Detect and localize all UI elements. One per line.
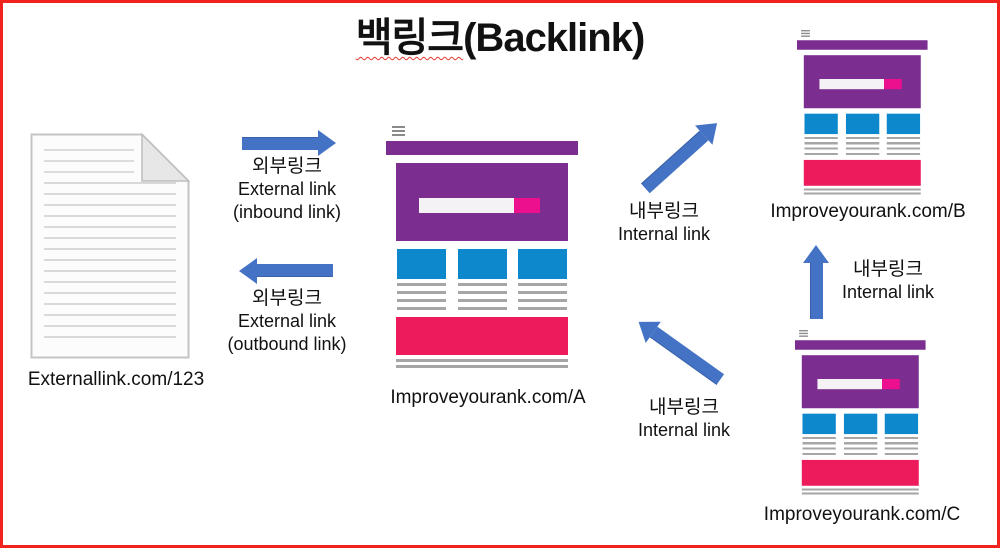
mock-content-columns — [804, 113, 921, 156]
page-mockup-b — [797, 28, 928, 197]
mock-image-tile — [845, 113, 879, 135]
mock-image-tile — [886, 113, 921, 135]
mock-navbar — [386, 141, 578, 155]
mock-search-bar — [817, 379, 900, 390]
mock-text-lines — [397, 283, 446, 310]
arrow-shaft — [257, 264, 333, 278]
mock-text-lines — [802, 436, 836, 456]
mock-image-tile — [843, 413, 877, 435]
label-sub: (inbound link) — [232, 202, 342, 222]
label-korean: 내부링크 — [853, 259, 923, 280]
mock-column — [397, 249, 446, 310]
mock-content-columns — [802, 413, 919, 456]
arrow-head — [318, 130, 336, 156]
mock-image-tile — [884, 413, 919, 435]
arrow-shaft — [640, 130, 709, 193]
label-korean: 외부링크 — [252, 288, 322, 309]
label-internal-a-to-b: 내부링크 Internal link — [574, 200, 754, 246]
label-english: Internal link — [617, 224, 711, 244]
mock-navbar — [795, 340, 926, 350]
mock-column — [804, 113, 838, 156]
mock-content-columns — [397, 249, 567, 310]
mock-text-lines — [804, 136, 838, 156]
mock-search-input — [419, 198, 514, 213]
mock-hero-banner — [801, 355, 919, 409]
mock-footer-lines — [396, 359, 568, 368]
label-english: External link — [237, 179, 337, 199]
mock-column — [843, 413, 877, 456]
mock-search-button — [884, 79, 902, 90]
arrow-internal-c-to-a — [631, 311, 728, 390]
mock-column — [886, 113, 921, 156]
mock-search-button — [882, 379, 900, 390]
hamburger-menu-icon — [801, 30, 810, 38]
arrow-shaft — [649, 327, 724, 386]
mock-search-button — [514, 198, 540, 213]
mock-column — [457, 249, 507, 310]
arrow-shaft — [242, 136, 318, 150]
mock-text-lines — [884, 436, 919, 456]
mock-text-lines — [457, 283, 507, 310]
page-c-label: Improveyourank.com/C — [763, 504, 961, 525]
mock-footer-banner — [801, 459, 919, 486]
mock-search-input — [819, 79, 885, 90]
label-english: External link — [237, 311, 337, 331]
mock-column — [884, 413, 919, 456]
label-sub: (outbound link) — [227, 334, 347, 354]
hamburger-menu-icon — [392, 126, 405, 138]
arrow-outbound-left — [239, 258, 333, 284]
page-mockup-c — [795, 328, 926, 497]
arrow-head — [239, 258, 257, 284]
mock-column — [518, 249, 567, 310]
mock-footer-banner — [396, 317, 568, 355]
label-korean: 내부링크 — [649, 397, 719, 418]
label-korean: 내부링크 — [629, 201, 699, 222]
mock-text-lines — [845, 136, 879, 156]
mock-search-bar — [419, 198, 540, 213]
hamburger-menu-icon — [799, 330, 808, 338]
mock-image-tile — [397, 249, 446, 279]
title-latin: (Backlink) — [463, 16, 645, 60]
mock-image-tile — [518, 249, 567, 279]
mock-text-lines — [518, 283, 567, 310]
label-english: Internal link — [637, 420, 731, 440]
mock-column — [802, 413, 836, 456]
label-internal-c-to-b: 내부링크 Internal link — [798, 258, 978, 304]
label-korean: 외부링크 — [252, 156, 322, 177]
mock-image-tile — [457, 249, 507, 279]
arrow-internal-a-to-b — [636, 113, 726, 197]
mock-column — [845, 113, 879, 156]
label-external-inbound: 외부링크 External link (inbound link) — [197, 155, 377, 224]
page-a-label: Improveyourank.com/A — [390, 387, 586, 408]
mock-hero-banner — [803, 55, 921, 109]
mock-footer-lines — [803, 188, 921, 195]
mock-hero-banner — [396, 163, 568, 241]
label-external-outbound: 외부링크 External link (outbound link) — [197, 287, 377, 356]
page-mockup-a — [386, 123, 578, 371]
page-b-label: Improveyourank.com/B — [770, 201, 966, 222]
mock-search-bar — [819, 79, 902, 90]
mock-text-lines — [843, 436, 877, 456]
external-document-label: Externallink.com/123 — [27, 369, 205, 390]
mock-text-lines — [886, 136, 921, 156]
label-internal-c-to-a: 내부링크 Internal link — [594, 396, 774, 442]
mock-image-tile — [802, 413, 836, 435]
mock-navbar — [797, 40, 928, 50]
label-english: Internal link — [841, 282, 935, 302]
mock-search-input — [817, 379, 883, 390]
page-title: 백링크(Backlink) — [0, 5, 1000, 63]
mock-image-tile — [804, 113, 838, 135]
document-icon — [30, 132, 191, 359]
mock-footer-lines — [801, 488, 919, 495]
mock-footer-banner — [803, 159, 921, 186]
document-icon-svg — [30, 132, 191, 359]
title-korean: 백링크 — [355, 16, 464, 60]
arrow-inbound-right — [242, 130, 336, 156]
